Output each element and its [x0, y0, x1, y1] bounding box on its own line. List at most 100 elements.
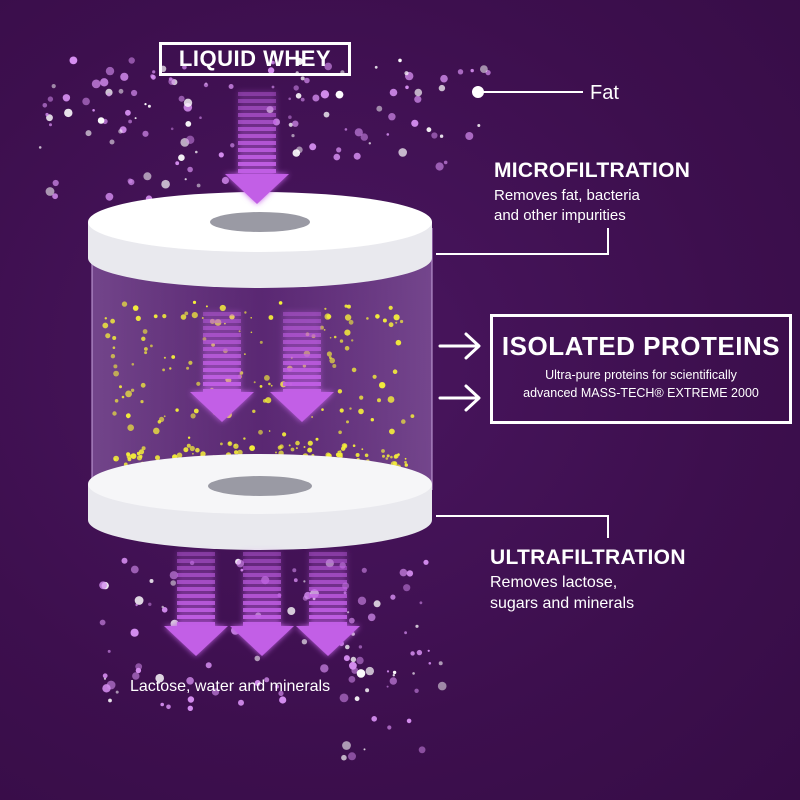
impurity-particle	[205, 662, 212, 669]
protein-particle	[346, 420, 349, 424]
impurity-particle	[49, 123, 52, 127]
impurity-particle	[403, 584, 411, 592]
impurity-particle	[130, 628, 139, 637]
impurity-particle	[443, 160, 448, 165]
microfiltration-desc-line2: and other impurities	[494, 207, 626, 224]
protein-particle	[186, 443, 191, 448]
impurity-particle	[411, 119, 419, 127]
ultrafiltration-disc	[88, 454, 432, 550]
impurity-particle	[348, 676, 356, 683]
microfiltration-disc	[88, 192, 432, 288]
ultrafiltration-heading: ULTRAFILTRATION	[490, 546, 686, 569]
protein-particle	[196, 381, 201, 386]
protein-particle	[162, 314, 167, 319]
protein-particle	[105, 333, 111, 339]
protein-particle	[370, 418, 374, 422]
protein-particle	[366, 317, 369, 320]
protein-particle	[262, 399, 267, 403]
impurity-particle	[45, 112, 49, 117]
isolated-proteins-heading: ISOLATED PROTEINS	[501, 331, 781, 361]
protein-particle	[386, 454, 390, 458]
impurity-particle	[42, 103, 48, 108]
protein-particle	[237, 449, 243, 456]
fat-particle	[392, 674, 395, 677]
impurity-particle	[304, 77, 310, 84]
fat-particle	[185, 121, 192, 127]
impurity-particle	[418, 746, 426, 754]
fat-particle	[254, 655, 261, 662]
impurity-particle	[279, 696, 287, 704]
protein-particle	[288, 444, 291, 447]
protein-particle	[290, 447, 295, 452]
impurity-particle	[419, 601, 423, 605]
protein-particle	[112, 411, 117, 416]
protein-particle	[142, 329, 148, 334]
fat-particle	[342, 741, 351, 750]
isolated-proteins-box: ISOLATED PROTEINS Ultra-pure proteins fo…	[490, 314, 792, 424]
impurity-particle	[389, 88, 398, 97]
fat-label: Fat	[590, 82, 619, 104]
protein-particle	[159, 416, 165, 422]
impurity-particle	[218, 152, 224, 158]
protein-particle	[114, 399, 119, 403]
impurity-particle	[130, 565, 139, 574]
fat-particle	[404, 71, 409, 76]
fat-particle	[147, 104, 151, 108]
protein-particle	[190, 413, 196, 419]
protein-particle	[153, 427, 160, 435]
fat-particle	[392, 670, 397, 675]
impurity-particle	[135, 603, 138, 607]
protein-particle	[278, 301, 283, 305]
protein-particle	[110, 354, 116, 359]
protein-particle	[395, 339, 402, 346]
impurity-particle	[288, 97, 292, 101]
impurity-particle	[410, 651, 415, 656]
protein-particle	[387, 396, 395, 403]
impurity-particle	[221, 176, 229, 185]
protein-particle	[395, 321, 398, 324]
protein-particle	[388, 305, 393, 310]
protein-particle	[121, 395, 125, 399]
protein-particle	[410, 414, 415, 418]
protein-particle	[270, 384, 273, 387]
impurity-particle	[348, 617, 355, 624]
impurity-particle	[320, 90, 330, 99]
impurity-particle	[121, 557, 128, 564]
impurity-particle	[324, 62, 333, 71]
impurity-particle	[353, 152, 361, 160]
impurity-particle	[182, 64, 187, 70]
protein-particle	[375, 314, 380, 319]
fat-particle	[118, 129, 123, 134]
protein-particle	[344, 314, 352, 321]
protein-particle	[268, 430, 271, 432]
protein-particle	[385, 457, 389, 460]
protein-particle	[277, 445, 282, 450]
impurity-particle	[125, 109, 131, 116]
protein-particle	[130, 388, 135, 392]
protein-particle	[339, 454, 343, 459]
protein-particle	[324, 313, 331, 320]
protein-particle	[192, 452, 194, 455]
fat-particle	[296, 146, 303, 154]
protein-particle	[329, 336, 332, 339]
protein-particle	[382, 318, 387, 323]
output-pointer-arrows	[438, 332, 481, 412]
isolated-proteins-line2: advanced MASS-TECH® EXTREME 2000	[523, 386, 759, 400]
protein-particle	[372, 374, 377, 379]
fat-particle	[144, 103, 147, 106]
impurity-particle	[99, 619, 106, 626]
impurity-particle	[343, 655, 350, 662]
protein-particle	[302, 364, 307, 368]
fat-particle	[345, 644, 350, 650]
protein-particle	[188, 360, 193, 365]
protein-particle	[400, 319, 404, 324]
protein-particle	[321, 408, 324, 411]
impurity-particle	[427, 649, 430, 652]
fat-particle	[108, 698, 112, 703]
protein-particle	[394, 453, 399, 459]
protein-particle	[104, 317, 108, 320]
protein-particle	[346, 304, 351, 309]
impurity-particle	[105, 192, 114, 201]
microfiltration-leader-line	[436, 228, 609, 255]
